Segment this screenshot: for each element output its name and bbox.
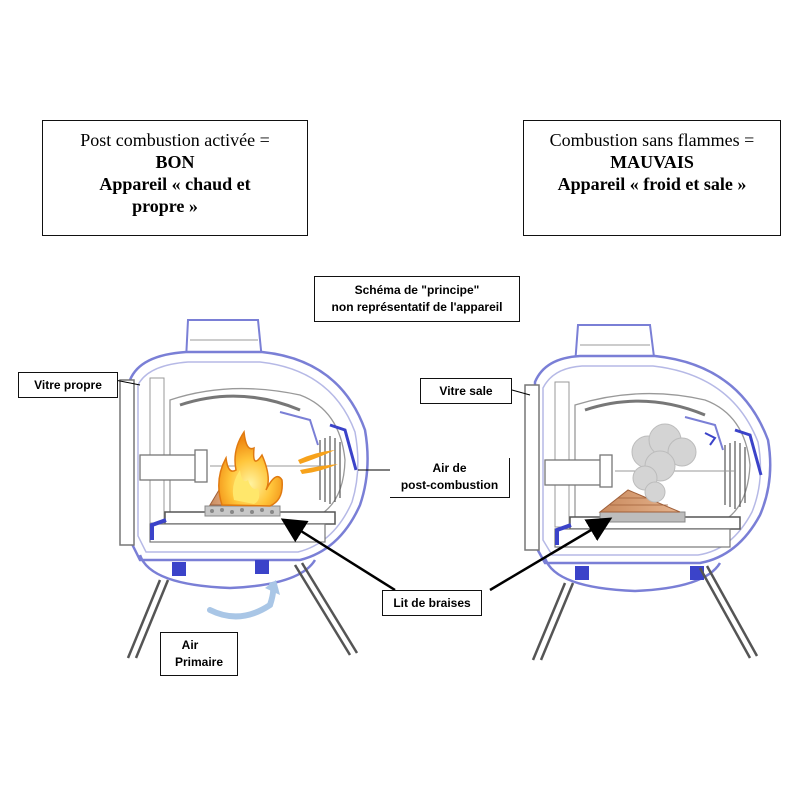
vitre-propre-label: Vitre propre bbox=[18, 372, 118, 398]
vitre-sale-label: Vitre sale bbox=[420, 378, 512, 404]
vitre-propre-text: Vitre propre bbox=[34, 378, 102, 392]
lit-braises-text: Lit de braises bbox=[393, 596, 471, 610]
right-title-line3: Appareil « froid et sale » bbox=[557, 174, 747, 194]
lit-braises-arrow-left bbox=[280, 518, 396, 592]
schema-note-line2: non représentatif de l'appareil bbox=[331, 300, 503, 314]
schema-note-box: Schéma de "principe" non représentatif d… bbox=[314, 276, 520, 322]
lit-braises-arrow-right bbox=[489, 517, 613, 592]
left-title-line4: propre » bbox=[132, 196, 198, 216]
air-post-combustion-label: Air de post-combustion bbox=[390, 458, 510, 498]
left-title-line3: Appareil « chaud et bbox=[99, 174, 251, 194]
schema-note-line1: Schéma de "principe" bbox=[354, 283, 480, 297]
air-post-line1: Air de bbox=[432, 461, 467, 475]
air-primaire-label: Air Primaire bbox=[160, 632, 238, 676]
lit-braises-label: Lit de braises bbox=[382, 590, 482, 616]
right-title-verdict: MAUVAIS bbox=[610, 152, 694, 172]
vitre-sale-text: Vitre sale bbox=[439, 384, 493, 398]
vitre-propre-leader bbox=[114, 379, 141, 386]
air-primaire-line1: Air bbox=[181, 638, 199, 652]
air-post-line2: post-combustion bbox=[400, 478, 499, 492]
vitre-sale-leader bbox=[511, 389, 531, 396]
left-title-verdict: BON bbox=[155, 152, 195, 172]
left-title-box: Post combustion activée = BON Appareil «… bbox=[42, 120, 308, 236]
right-title-line1: Combustion sans flammes = bbox=[549, 130, 755, 150]
left-title-line1: Post combustion activée = bbox=[80, 130, 270, 150]
left-stove bbox=[119, 319, 369, 659]
right-stove bbox=[524, 324, 772, 661]
air-primaire-line2: Primaire bbox=[174, 655, 224, 669]
right-title-box: Combustion sans flammes = MAUVAIS Appare… bbox=[523, 120, 781, 236]
